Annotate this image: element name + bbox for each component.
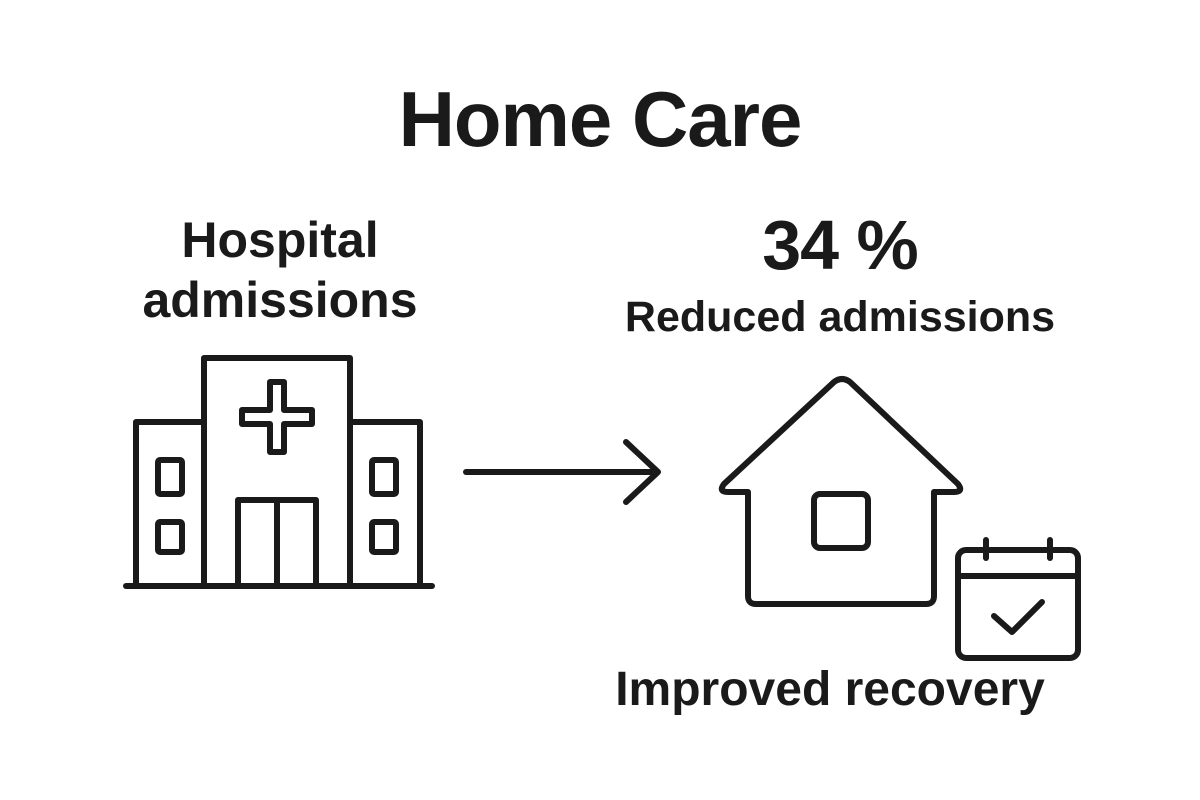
improved-recovery-caption: Improved recovery	[615, 663, 1045, 716]
arrow-right-icon	[463, 439, 661, 505]
hospital-icon	[123, 355, 435, 589]
hospital-admissions-label: Hospital admissions	[142, 212, 418, 328]
house-icon	[718, 376, 964, 607]
reduced-admissions-caption: Reduced admissions	[624, 293, 1056, 341]
page-title: Home Care	[398, 75, 803, 163]
stat-value: 34 %	[762, 206, 919, 284]
calendar-check-icon	[955, 537, 1081, 661]
